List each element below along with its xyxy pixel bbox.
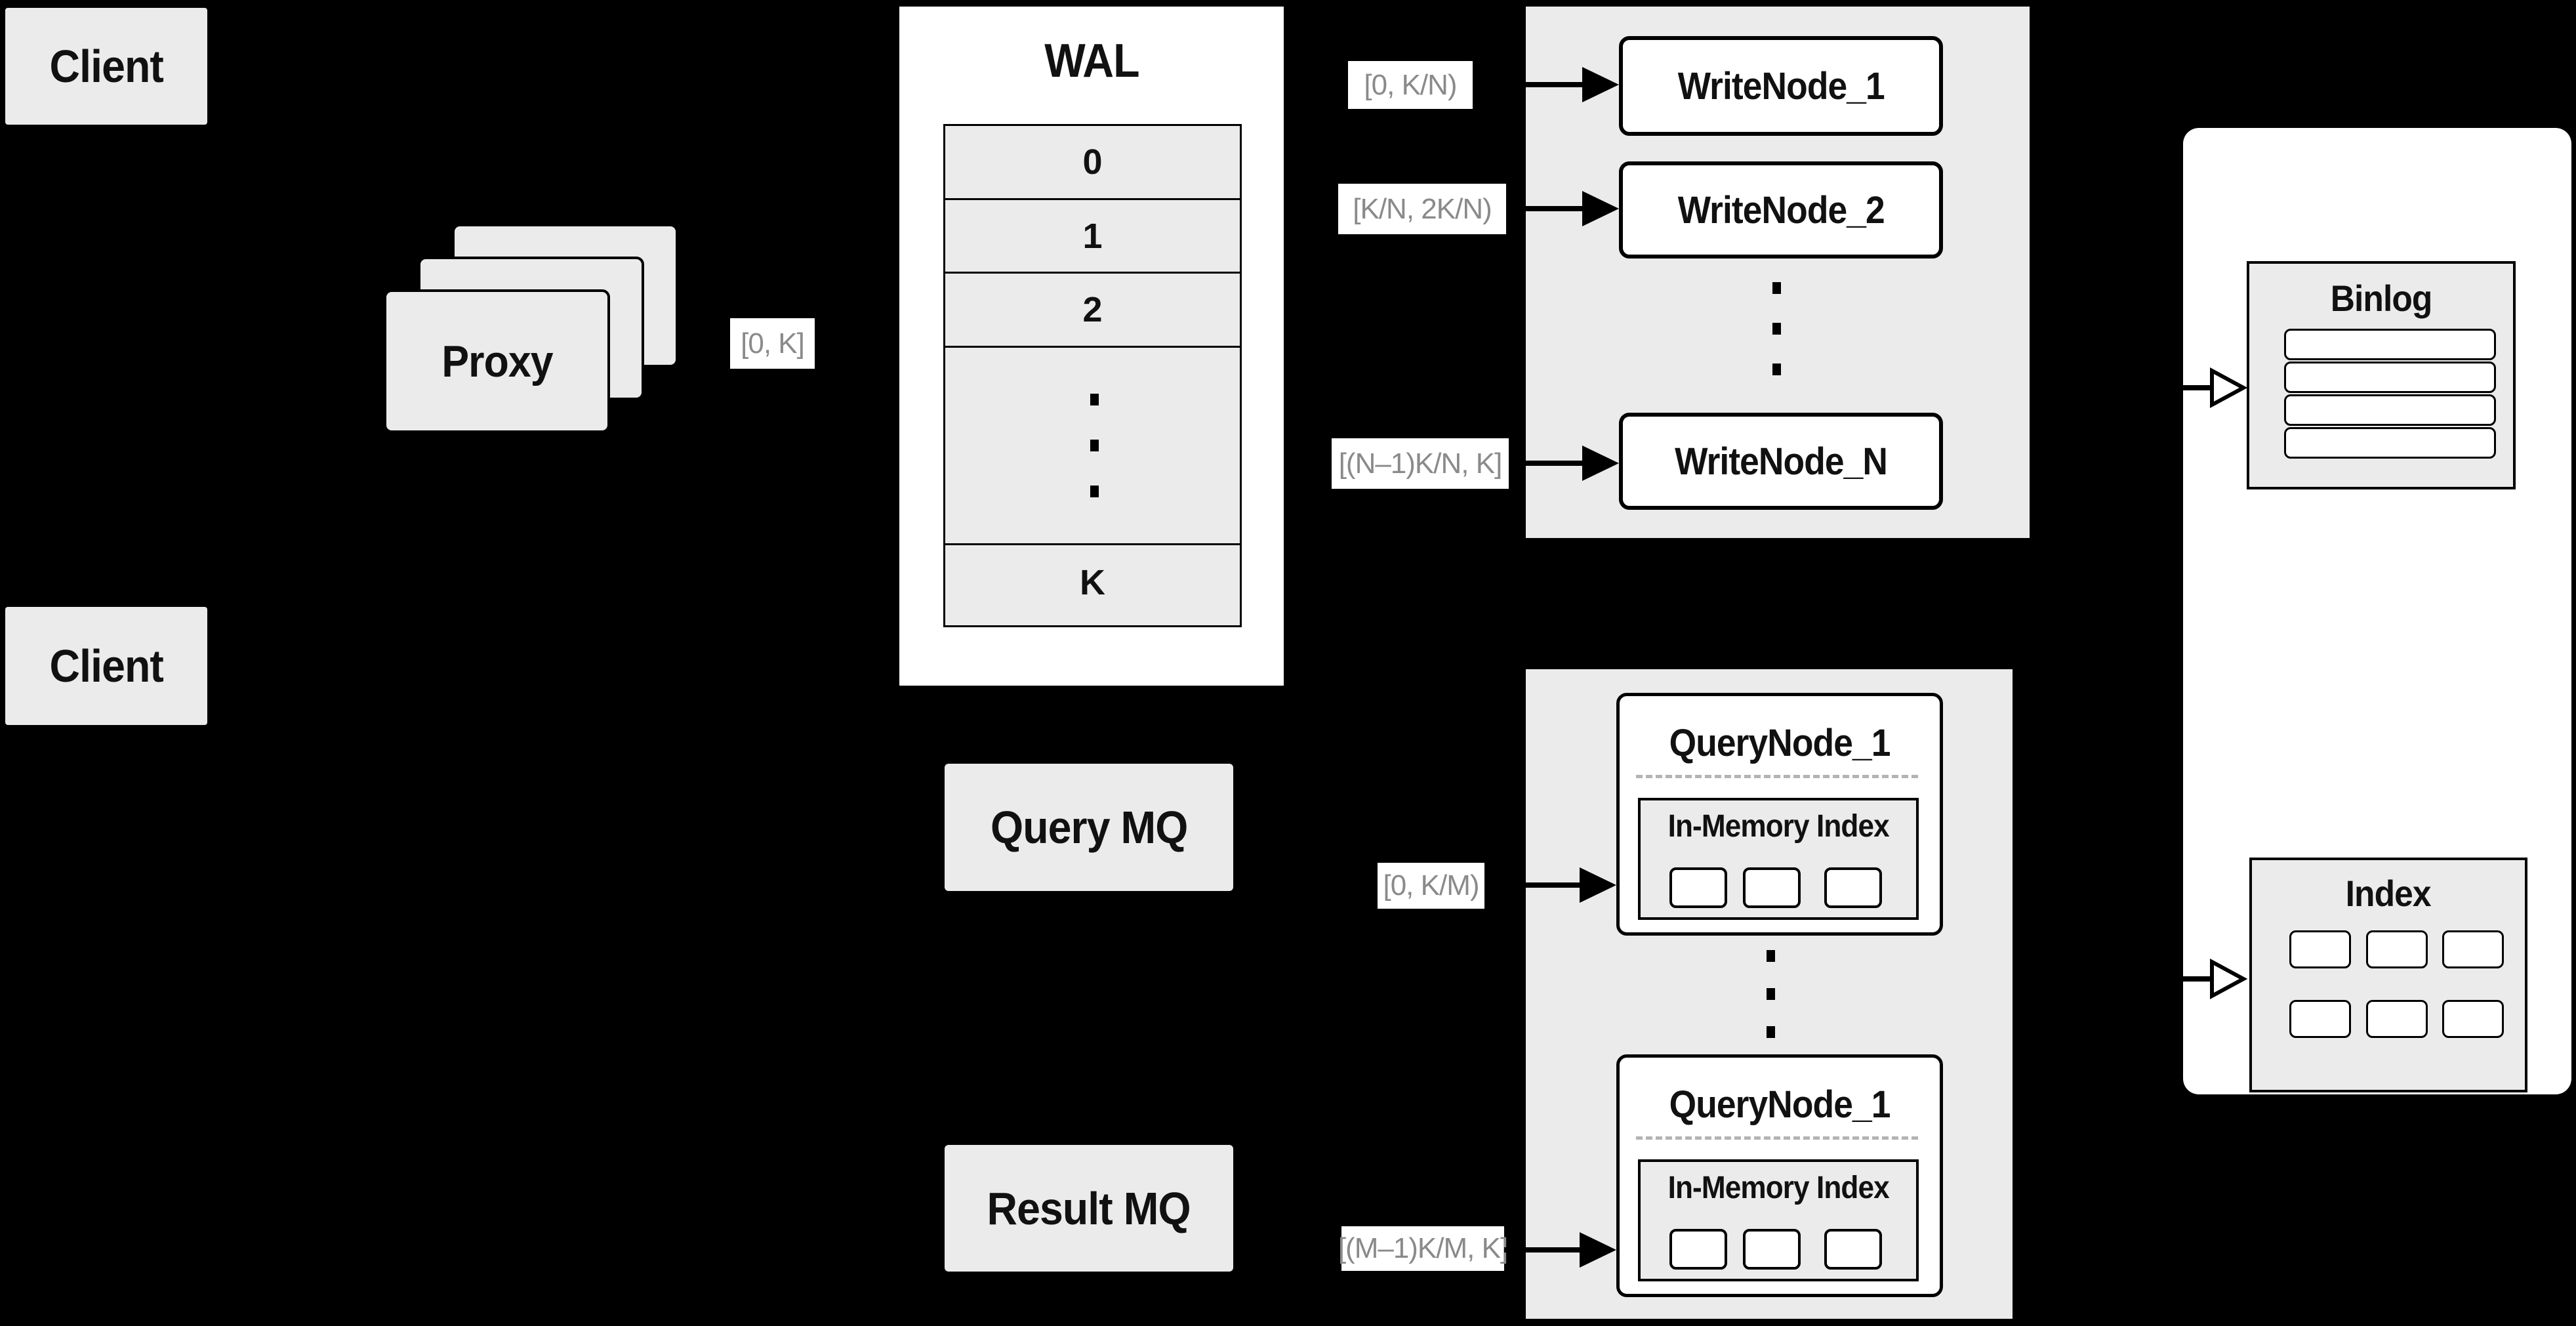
store-engine-panel: Store Engine Binlog Index xyxy=(2183,128,2571,1094)
ellipsis-dot xyxy=(1090,486,1099,497)
index-chunk xyxy=(1743,867,1801,908)
ellipsis-dot xyxy=(1767,950,1775,962)
wal-table: 0 1 2 K xyxy=(943,124,1242,627)
index-chunk xyxy=(1669,1229,1727,1270)
querynode-top-box: QueryNode_1 In-Memory Index xyxy=(1616,693,1943,936)
query-mq-label: Query MQ xyxy=(990,802,1188,853)
wal-row-ellipsis xyxy=(945,348,1240,545)
result-mq-box: Result MQ xyxy=(945,1145,1233,1272)
result-mq-label: Result MQ xyxy=(987,1182,1191,1234)
ellipsis-dot xyxy=(1772,363,1781,375)
wal-row-2: 2 xyxy=(945,274,1240,348)
binlog-title-wrap: Binlog xyxy=(2249,277,2513,320)
proxy-label: Proxy xyxy=(441,336,553,386)
index-segment xyxy=(2289,1000,2351,1038)
in-memory-index-top-label: In-Memory Index xyxy=(1667,809,1889,844)
ellipsis-dot xyxy=(1767,1026,1775,1038)
wal-row-0: 0 xyxy=(945,126,1240,200)
index-chunk xyxy=(1743,1229,1801,1270)
range-label-writenode-2: [K/N, 2K/N) xyxy=(1338,184,1506,234)
range-label-writenode-1: [0, K/N) xyxy=(1348,61,1473,109)
arrow-head-writenode-1 xyxy=(1582,67,1619,102)
in-memory-index-top-box: In-Memory Index xyxy=(1638,798,1919,920)
wal-row-k-label: K xyxy=(1080,562,1105,602)
range-label-proxy-wal: [0, K] xyxy=(730,318,815,369)
ellipsis-dot xyxy=(1090,440,1099,451)
binlog-segment xyxy=(2284,329,2496,360)
client-top-box: Client xyxy=(5,8,207,125)
index-segment xyxy=(2442,1000,2504,1038)
index-box: Index xyxy=(2249,858,2527,1092)
writenode-2-box: WriteNode_2 xyxy=(1619,161,1943,259)
in-memory-index-bottom-box: In-Memory Index xyxy=(1638,1159,1919,1281)
range-label-writenode-n: [(N–1)K/N, K] xyxy=(1332,438,1509,489)
index-segment xyxy=(2366,930,2428,968)
wal-title: WAL xyxy=(1044,35,1139,87)
client-bottom-box: Client xyxy=(5,607,207,725)
index-chunk xyxy=(1824,1229,1882,1270)
index-chunk xyxy=(1824,867,1882,908)
querynode-bottom-box: QueryNode_1 In-Memory Index xyxy=(1616,1054,1943,1297)
range-label-querynode-m: [(M–1)K/M, K] xyxy=(1338,1226,1508,1271)
writenode-1-box: WriteNode_1 xyxy=(1619,36,1943,136)
index-segment xyxy=(2366,1000,2428,1038)
index-title: Index xyxy=(2346,873,2432,914)
ellipsis-dot xyxy=(1767,988,1775,1000)
arrow-open-binlog xyxy=(2183,367,2248,409)
wal-row-1-label: 1 xyxy=(1082,216,1103,256)
arrow-open-index xyxy=(2183,958,2248,1000)
wal-row-0-label: 0 xyxy=(1082,142,1103,182)
binlog-segment xyxy=(2284,427,2496,459)
arrow-line-querynode-1 xyxy=(1484,882,1583,888)
client-top-label: Client xyxy=(49,41,163,92)
querynode-top-title: QueryNode_1 xyxy=(1669,722,1891,764)
arrow-line-writenode-2 xyxy=(1506,206,1585,211)
client-bottom-label: Client xyxy=(49,640,163,692)
querynode-bottom-title-wrap: QueryNode_1 xyxy=(1620,1083,1940,1127)
writenode-n-label: WriteNode_N xyxy=(1675,440,1888,483)
wal-row-k: K xyxy=(945,545,1240,619)
range-label-querynode-1: [0, K/M) xyxy=(1378,863,1484,909)
arrow-head-querynode-1 xyxy=(1580,867,1616,903)
querynode-top-title-wrap: QueryNode_1 xyxy=(1620,721,1940,765)
in-memory-bottom-title-wrap: In-Memory Index xyxy=(1641,1170,1916,1206)
querynode-bottom-title: QueryNode_1 xyxy=(1669,1083,1891,1126)
wal-row-1: 1 xyxy=(945,200,1240,274)
ellipsis-dot xyxy=(1772,282,1781,294)
binlog-box: Binlog xyxy=(2247,261,2516,489)
writenode-2-label: WriteNode_2 xyxy=(1677,188,1885,232)
wal-panel: WAL 0 1 2 K xyxy=(897,5,1286,688)
dashed-divider xyxy=(1636,1136,1918,1140)
arrow-head-querynode-m xyxy=(1580,1232,1616,1268)
index-title-wrap: Index xyxy=(2252,872,2525,915)
ellipsis-dot xyxy=(1772,323,1781,335)
index-chunk xyxy=(1669,867,1727,908)
writenode-1-label: WriteNode_1 xyxy=(1677,64,1885,108)
arrow-head-writenode-2 xyxy=(1582,191,1619,226)
arrow-line-writenode-n xyxy=(1509,461,1585,466)
binlog-segment xyxy=(2284,394,2496,426)
wal-row-2-label: 2 xyxy=(1082,290,1103,329)
arrow-line-querynode-m xyxy=(1504,1247,1583,1253)
writenode-n-box: WriteNode_N xyxy=(1619,413,1943,510)
ellipsis-dot xyxy=(1090,394,1099,405)
dashed-divider xyxy=(1636,775,1918,778)
arrow-line-writenode-1 xyxy=(1473,82,1584,87)
wal-title-wrap: WAL xyxy=(899,34,1284,88)
arrow-head-writenode-n xyxy=(1582,445,1619,481)
in-memory-top-title-wrap: In-Memory Index xyxy=(1641,808,1916,844)
proxy-box-front: Proxy xyxy=(384,289,610,433)
index-segment xyxy=(2442,930,2504,968)
index-segment xyxy=(2289,930,2351,968)
binlog-segment xyxy=(2284,362,2496,393)
binlog-title: Binlog xyxy=(2330,278,2433,319)
query-mq-box: Query MQ xyxy=(945,764,1233,891)
in-memory-index-bottom-label: In-Memory Index xyxy=(1667,1171,1889,1205)
